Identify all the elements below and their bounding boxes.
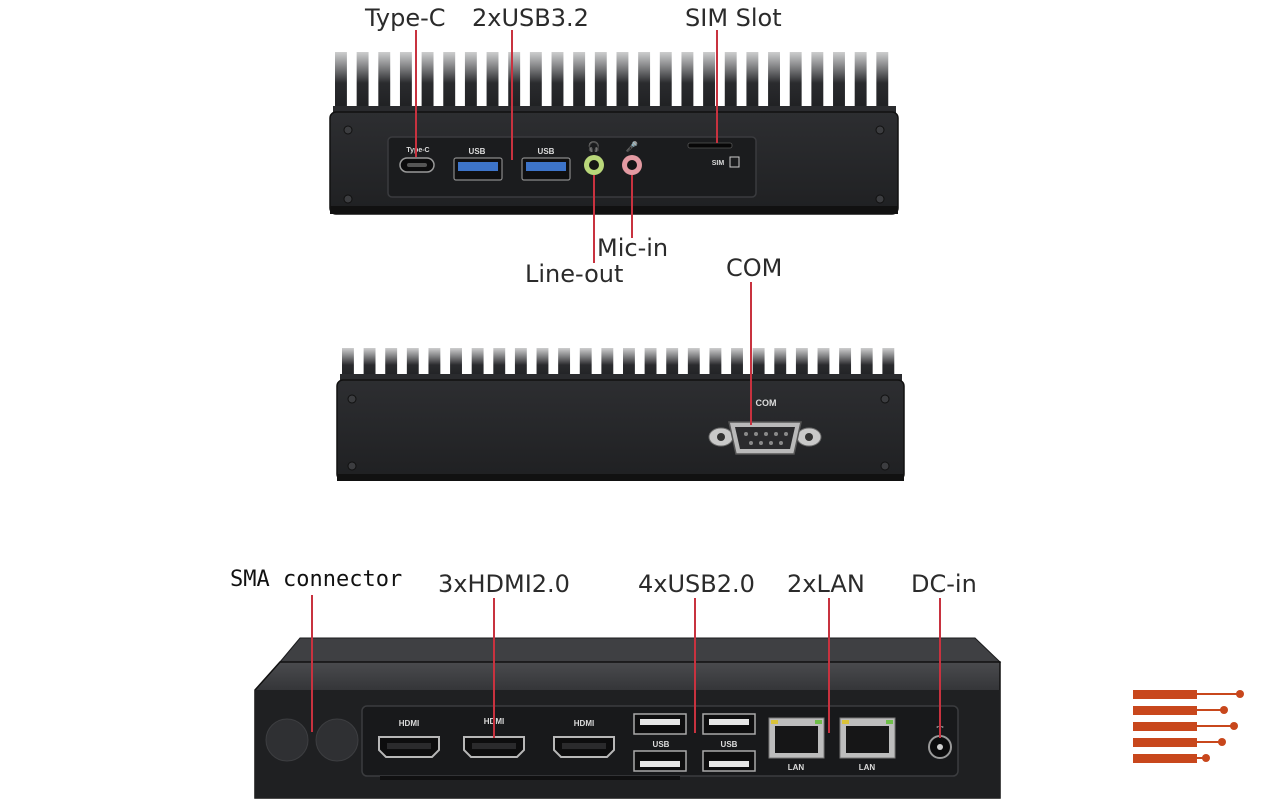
callout-dc-in: DC-in: [911, 570, 977, 598]
device-front-view: Type-C USB USB 🎧 🎤 SIM: [329, 52, 899, 215]
callout-usb20: 4xUSB2.0: [638, 570, 755, 598]
usb2-port-stack-2-label: USB: [721, 740, 738, 749]
callout-type-c: Type-C: [365, 4, 446, 32]
hdmi-port-3-label: HDMI: [574, 719, 594, 728]
callout-hdmi: 3xHDMI2.0: [438, 570, 570, 598]
lan-port-2-label: LAN: [859, 763, 876, 772]
com-port: COM: [708, 398, 822, 455]
mic-in-jack: 🎤: [622, 140, 642, 175]
headphone-icon: 🎧: [588, 140, 600, 153]
hdmi-port-3: HDMI: [553, 719, 615, 758]
brand-logo: [1133, 690, 1244, 763]
usb3-port-1-label: USB: [469, 147, 486, 156]
hdmi-port-1-label: HDMI: [399, 719, 419, 728]
callout-lines: [311, 30, 941, 738]
hdmi-port-1: HDMI: [378, 719, 440, 758]
callout-lan: 2xLAN: [787, 570, 865, 598]
callout-com: COM: [726, 254, 783, 282]
usb3-port-1: USB: [453, 147, 503, 181]
callout-line-out: Line-out: [525, 260, 624, 288]
type-c-port: Type-C: [399, 147, 435, 173]
sim-slot: SIM: [687, 142, 740, 168]
sim-card-icon: [729, 156, 740, 168]
com-port-label: COM: [756, 398, 777, 408]
callout-sma-connector: SMA connector: [230, 567, 403, 592]
lan-port-1: LAN: [768, 717, 825, 772]
type-c-port-label: Type-C: [406, 147, 429, 154]
usb2-port-stack-1-label: USB: [653, 740, 670, 749]
usb2-port-stack-1: USB: [633, 713, 687, 772]
sma-connector-hole-1: [265, 718, 309, 762]
usb2-port-stack-2: USB: [702, 713, 756, 772]
callout-usb32: 2xUSB3.2: [472, 4, 589, 32]
lan-port-2: LAN: [839, 717, 896, 772]
device-rear-view: HDMI HDMI HDMI USB USB: [254, 637, 1002, 799]
usb3-port-2: USB: [521, 147, 571, 181]
lan-port-1-label: LAN: [788, 763, 805, 772]
heatsink-fins-side: [340, 348, 902, 382]
callout-mic-in: Mic-in: [597, 234, 669, 262]
sim-slot-label: SIM: [712, 160, 725, 167]
heatsink-fins-front: [333, 52, 896, 114]
microphone-icon: 🎤: [626, 140, 639, 153]
sma-connector-hole-2: [315, 718, 359, 762]
line-out-jack: 🎧: [584, 140, 604, 175]
usb3-port-2-label: USB: [538, 147, 555, 156]
device-side-view: COM: [336, 348, 905, 481]
callout-sim-slot: SIM Slot: [685, 4, 782, 32]
